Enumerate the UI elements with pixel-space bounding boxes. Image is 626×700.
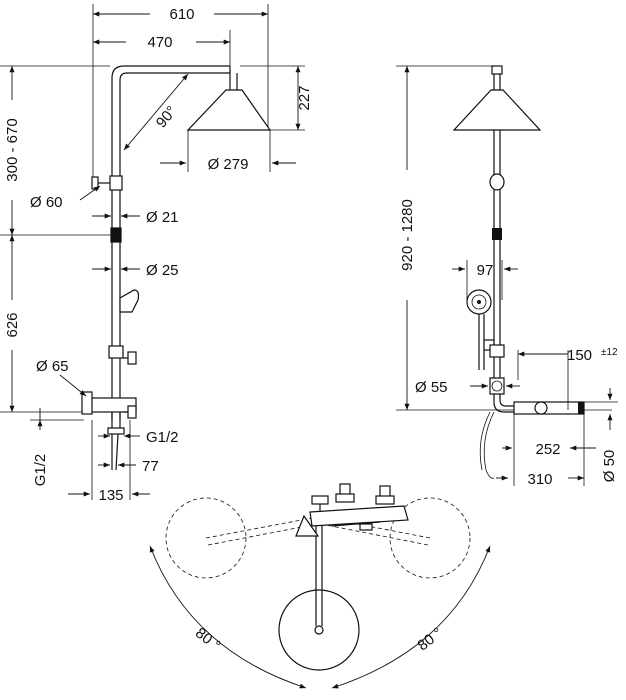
dim-300-670-label: 300 - 670: [4, 118, 21, 181]
clamp: [110, 227, 122, 243]
side-dim-150-tolerance: ±12: [601, 347, 618, 358]
side-joint: [489, 173, 505, 191]
side-dim-97: 97: [452, 262, 518, 279]
dim-60-label: Ø 60: [30, 194, 63, 211]
side-mixer: [479, 394, 585, 479]
thermostat-mixer: [81, 345, 137, 471]
dim-470: 470: [93, 34, 230, 51]
thread-left-label: G1/2: [32, 454, 49, 487]
dim-626: 626: [4, 235, 21, 412]
angle-80-right-label: 80 °: [414, 624, 446, 654]
dim-25-label: Ø 25: [146, 262, 179, 279]
angle-90-label: 90°: [153, 103, 181, 131]
dim-65: Ø 65: [36, 358, 87, 397]
side-dim-920-1280: 920 - 1280: [399, 66, 416, 410]
side-shower-head: [452, 89, 542, 131]
dim-279: Ø 279: [160, 156, 296, 173]
dim-65-label: Ø 65: [36, 358, 69, 375]
side-dim-50: Ø 50: [601, 388, 618, 482]
dim-135: 135: [68, 487, 150, 504]
top-mixer: [295, 483, 409, 537]
top-view: 80 ° 80 °: [149, 483, 491, 689]
dim-135-label: 135: [98, 487, 123, 504]
side-dim-150: 150 ±12: [518, 347, 618, 364]
angle-80-right: 80 °: [331, 545, 491, 689]
front-view: 610 470 227 Ø 279: [0, 4, 313, 504]
side-dim-920-1280-label: 920 - 1280: [399, 199, 416, 271]
shower-head: [186, 89, 272, 131]
side-view: 97 920 - 1280 Ø 55: [396, 65, 618, 488]
side-dim-310-label: 310: [527, 471, 552, 488]
dim-626-label: 626: [4, 312, 21, 337]
dim-77-label: 77: [142, 458, 159, 475]
dim-21: Ø 21: [92, 209, 179, 226]
dim-227: 227: [295, 66, 313, 130]
side-dim-97-label: 97: [477, 262, 494, 279]
riser-pipe: [111, 65, 238, 420]
side-dim-310: 310: [496, 471, 584, 488]
side-mixer-handle: [578, 402, 584, 414]
side-connector: Ø 55: [415, 377, 520, 396]
dim-610: 610: [93, 6, 268, 23]
dim-470-label: 470: [147, 34, 172, 51]
dim-227-label: 227: [296, 85, 313, 110]
side-clamp: [492, 228, 502, 240]
dim-300-670: 300 - 670: [4, 66, 21, 235]
side-dim-50-label: Ø 50: [601, 450, 618, 483]
connector-60: Ø 60: [30, 175, 123, 211]
dim-77: 77: [98, 458, 159, 475]
swing-circle-right: [389, 497, 471, 579]
angle-80-left: 80 °: [149, 545, 307, 689]
side-dim-252: 252: [502, 441, 596, 458]
thread-left: G1/2: [32, 408, 49, 486]
dim-25: Ø 25: [92, 262, 179, 279]
dim-610-label: 610: [169, 6, 194, 23]
thread-right: G1/2: [98, 429, 179, 446]
hand-shower-holder: [119, 289, 140, 313]
side-hand-shower: [466, 289, 505, 370]
side-dim-252-label: 252: [535, 441, 560, 458]
side-dim-150-label: 150: [567, 347, 592, 364]
dim-21-label: Ø 21: [146, 209, 179, 226]
side-dim-55-label: Ø 55: [415, 379, 448, 396]
angle-90: 90°: [123, 73, 189, 151]
thread-right-label: G1/2: [146, 429, 179, 446]
dim-279-label: Ø 279: [208, 156, 249, 173]
angle-80-left-label: 80 °: [192, 624, 224, 654]
